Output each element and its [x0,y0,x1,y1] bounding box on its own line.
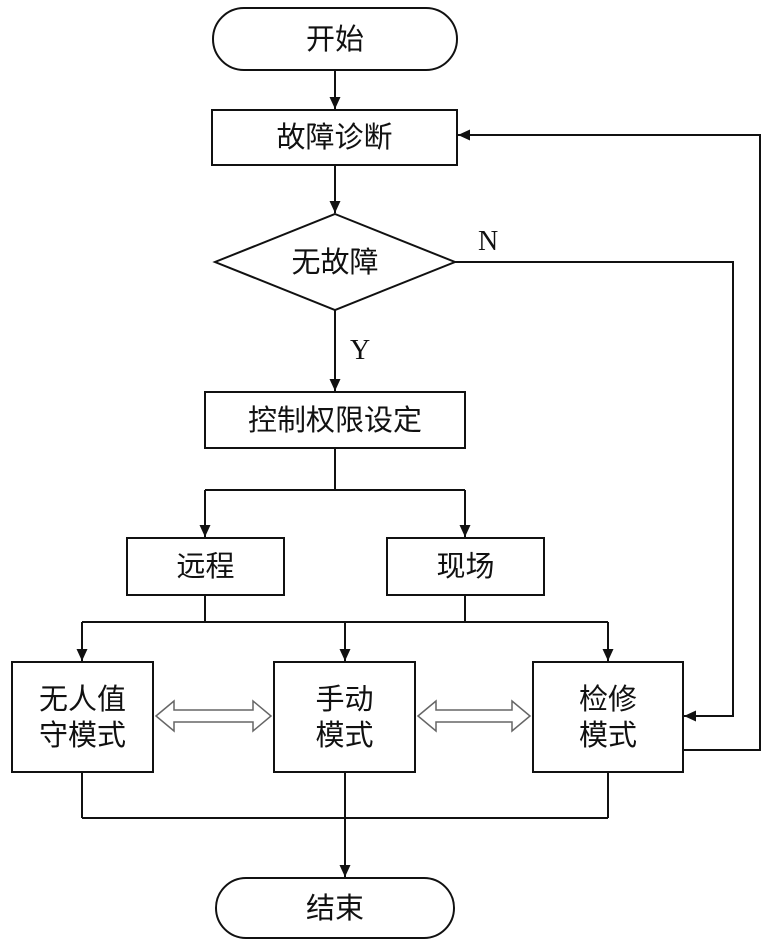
diagnose-label: 故障诊断 [276,120,393,155]
maintenance-mode-label: 检修 模式 [533,662,683,772]
branch-no-label: N [478,226,499,257]
maintenance-mode-line2: 模式 [578,718,637,752]
unattended-mode-line2: 守模式 [38,718,126,752]
maintenance-mode-line1: 检修 [578,681,637,716]
manual-mode-line2: 模式 [315,718,374,752]
permission-box [204,391,466,449]
local-label: 现场 [436,549,495,584]
arrow-decision-no [455,261,734,722]
end-terminal [215,877,455,939]
arrow-maintenance-to-diagnose [458,129,761,751]
manual-mode-box [273,661,416,773]
end-label: 结束 [305,890,364,925]
double-arrow-unattended-manual [154,699,273,733]
permission-label: 控制权限设定 [247,402,422,437]
unattended-mode-label: 无人值 守模式 [12,662,153,772]
remote-label: 远程 [176,549,235,584]
manual-mode-label: 手动 模式 [274,662,415,772]
remote-box [126,537,285,596]
unattended-mode-line1: 无人值 [38,681,126,716]
branch-yes-label: Y [350,335,371,366]
maintenance-mode-box [532,661,684,773]
double-arrow-manual-maintenance [416,699,532,733]
decision-label: 无故障 [291,244,379,279]
diagnose-box [211,109,458,166]
unattended-mode-box [11,661,154,773]
start-label: 开始 [305,21,364,56]
manual-mode-line1: 手动 [315,681,374,716]
